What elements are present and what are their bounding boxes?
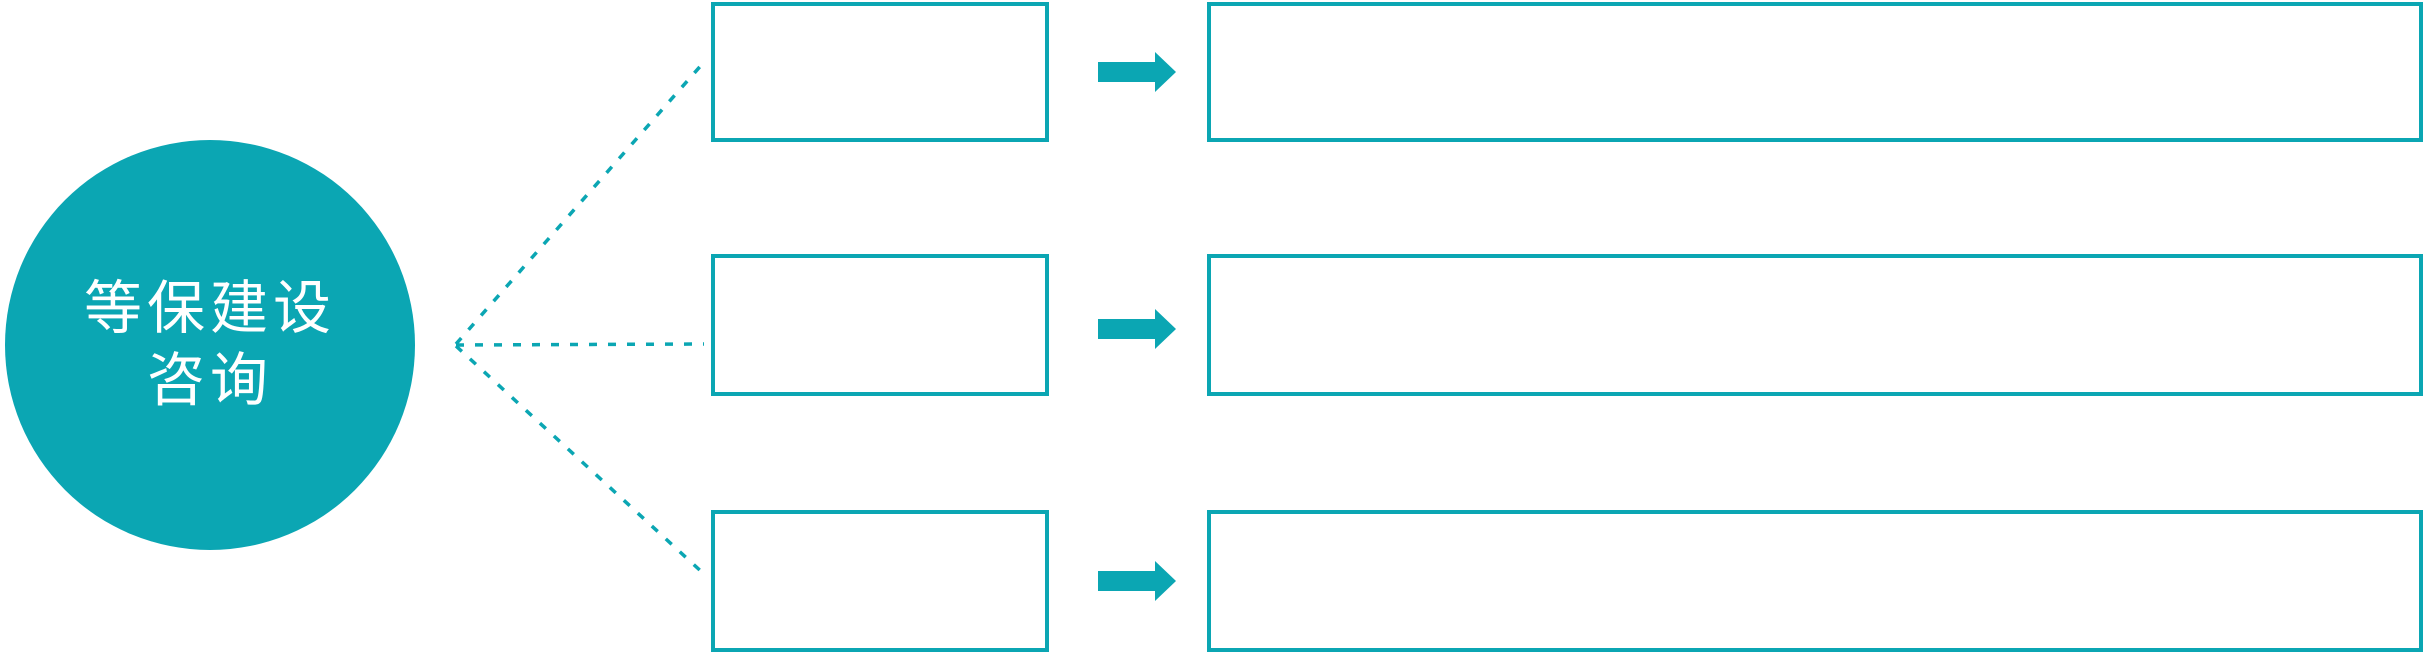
detail-box-2 [1207, 254, 2423, 396]
arrow-right-icon-1 [1098, 52, 1176, 92]
detail-box-1 [1207, 2, 2423, 142]
root-node-label-line2: 咨询 [146, 348, 273, 413]
connector-line-top [454, 60, 706, 346]
connector-line-middle [455, 342, 705, 347]
category-box-1 [711, 2, 1049, 142]
root-node-circle: 等保建设 咨询 [5, 140, 415, 550]
connector-line-bottom [454, 344, 706, 576]
root-node-label-line1: 等保建设 [83, 276, 336, 341]
detail-box-3 [1207, 510, 2423, 652]
arrow-right-icon-3 [1098, 561, 1176, 601]
arrow-right-icon-2 [1098, 309, 1176, 349]
category-box-2 [711, 254, 1049, 396]
category-box-3 [711, 510, 1049, 652]
